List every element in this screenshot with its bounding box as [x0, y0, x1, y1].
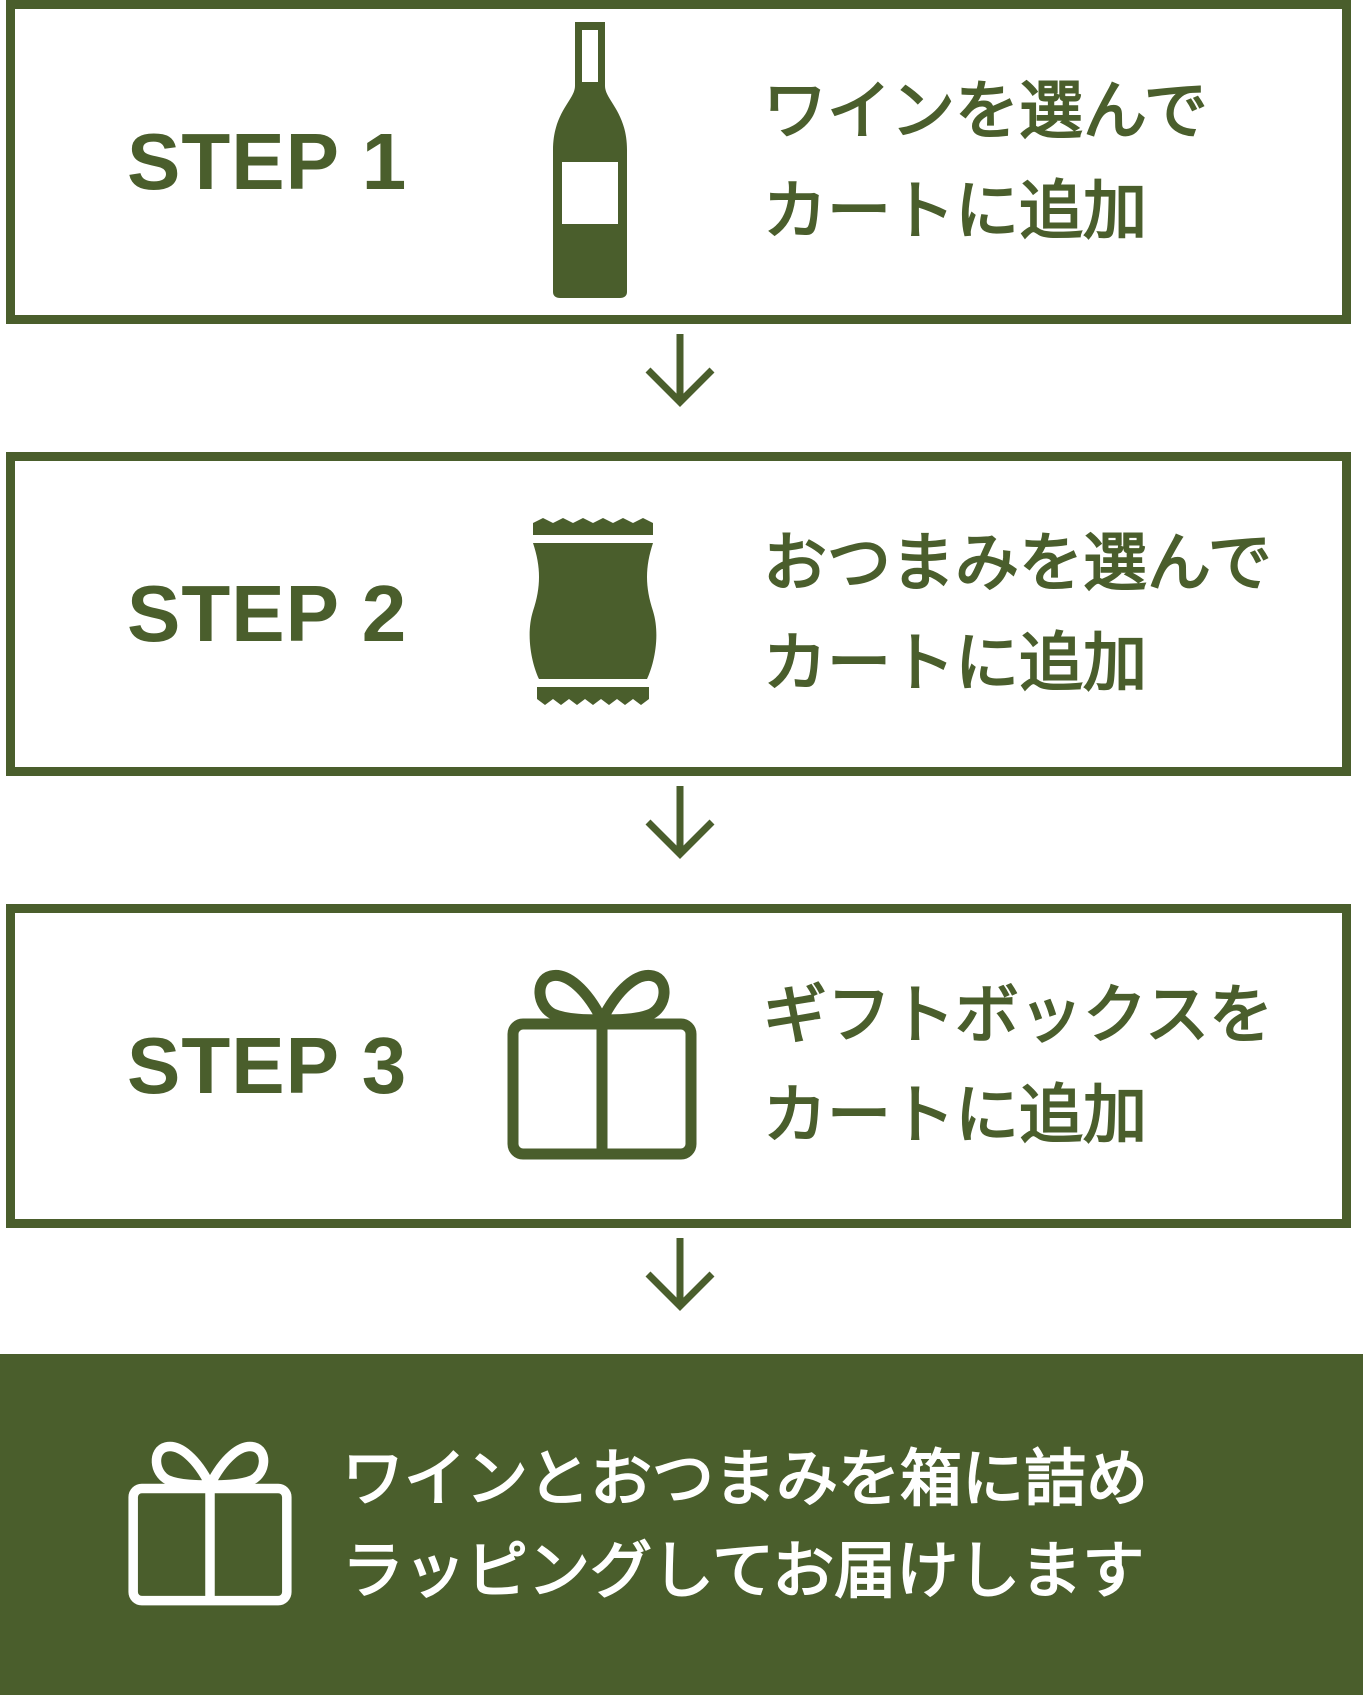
step-3-box: STEP 3 ギフトボックスを カートに追加 [6, 904, 1351, 1228]
final-text-line2: ラッピングしてお届けします [342, 1533, 1145, 1607]
final-delivery-panel: ワインとおつまみを箱に詰め ラッピングしてお届けします [0, 1354, 1363, 1695]
arrow-down-icon [640, 1234, 720, 1314]
step-1-text-line1: ワインを選んで [763, 75, 1208, 149]
step-3-description: ギフトボックスを カートに追加 [763, 966, 1273, 1166]
gift-box-icon [128, 1436, 292, 1614]
final-text-line1: ワインとおつまみを箱に詰め [342, 1441, 1149, 1515]
step-1-box: STEP 1 ワインを選んで カートに追加 [6, 0, 1351, 324]
snack-bag-icon [523, 517, 663, 711]
final-description: ワインとおつまみを箱に詰め ラッピングしてお届けします [342, 1433, 1148, 1617]
step-2-text-line2: カートに追加 [763, 627, 1147, 701]
wine-bottle-icon [551, 20, 629, 304]
step-2-label: STEP 2 [127, 569, 408, 658]
step-1-description: ワインを選んで カートに追加 [763, 62, 1208, 262]
step-2-text-line1: おつまみを選んで [763, 527, 1272, 601]
step-1-text-line2: カートに追加 [763, 175, 1147, 249]
step-3-label: STEP 3 [127, 1021, 408, 1110]
arrow-down-icon [640, 782, 720, 862]
arrow-down-icon [640, 330, 720, 410]
step-2-description: おつまみを選んで カートに追加 [763, 514, 1272, 714]
step-1-label: STEP 1 [127, 117, 408, 206]
step-3-text-line2: カートに追加 [763, 1079, 1147, 1153]
step-3-text-line1: ギフトボックスを [763, 979, 1274, 1053]
gift-box-icon [507, 968, 697, 1164]
step-2-box: STEP 2 おつまみを選んで カートに追加 [6, 452, 1351, 776]
